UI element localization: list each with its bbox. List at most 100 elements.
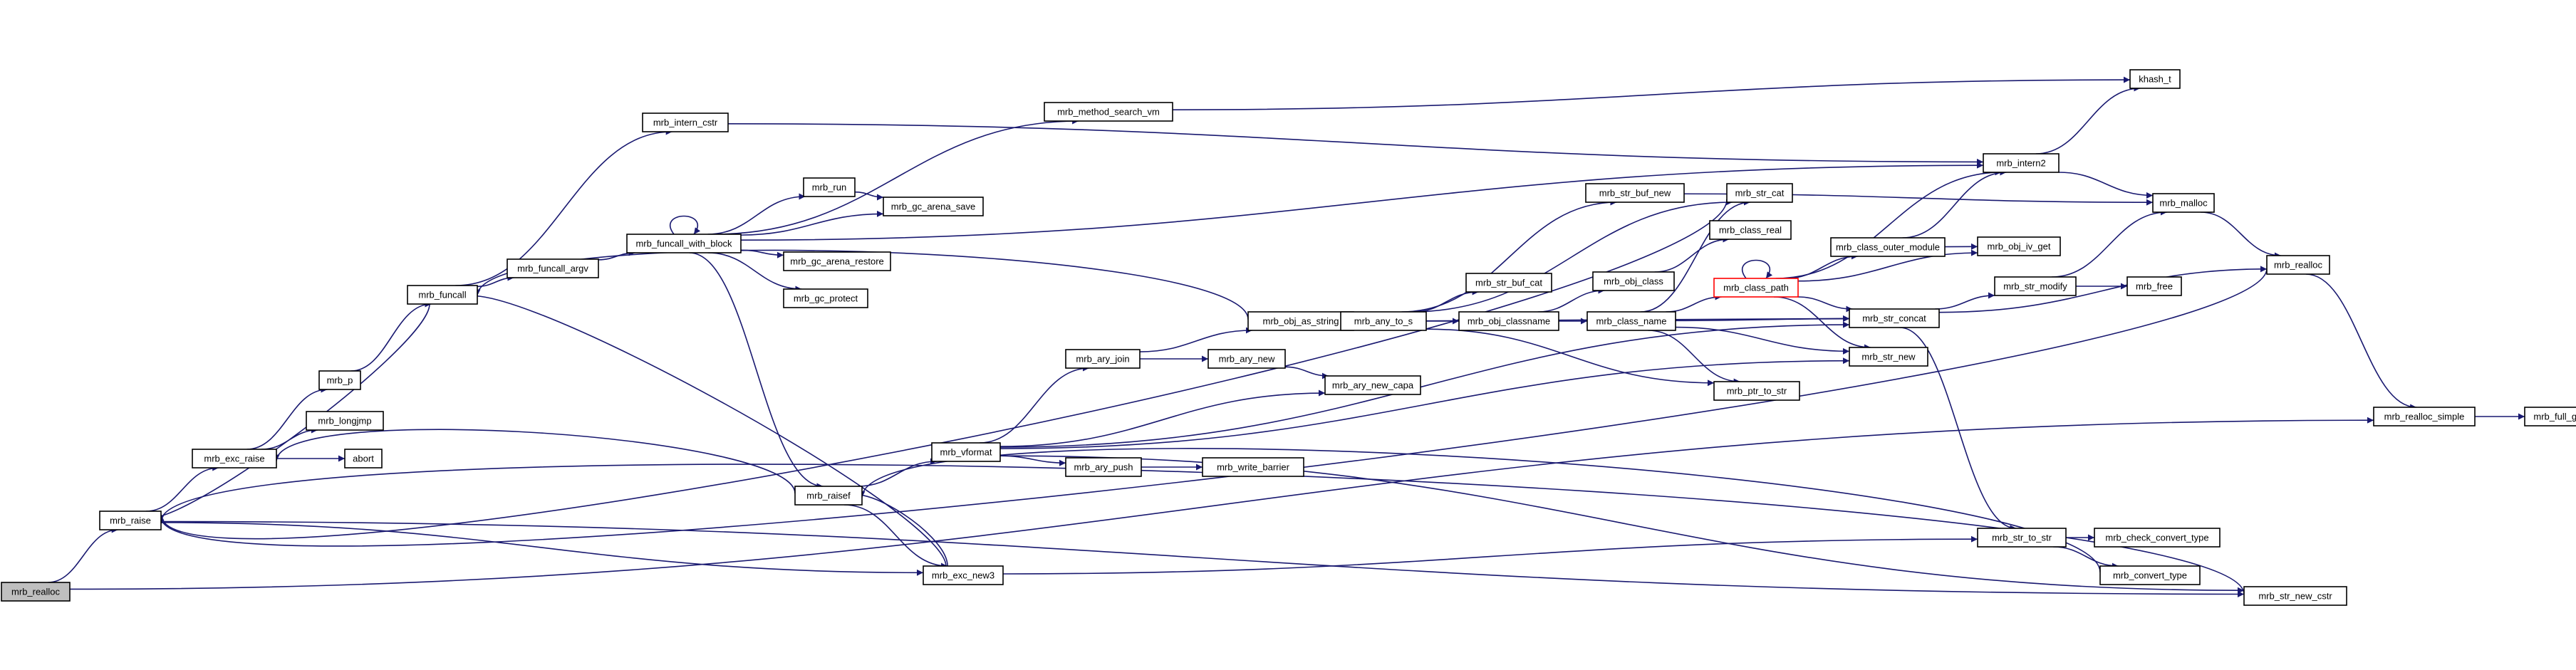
- node-mrb-realloc-simple[interactable]: mrb_realloc_simple: [2373, 407, 2476, 426]
- node-mrb-class-path[interactable]: mrb_class_path: [1713, 278, 1799, 298]
- node-abort[interactable]: abort: [344, 449, 383, 469]
- node-box: [1065, 349, 1141, 369]
- node-mrb-exc-raise[interactable]: mrb_exc_raise: [192, 449, 277, 469]
- edge-mrb_raisef-to-mrb_exc_raise: [273, 429, 796, 494]
- edge-mrb_class_path-to-mrb_intern2: [1775, 169, 2002, 279]
- node-box: [1247, 311, 1354, 331]
- node-mrb-raisef[interactable]: mrb_raisef: [794, 486, 863, 506]
- node-box: [1202, 457, 1304, 477]
- node-mrb-funcall[interactable]: mrb_funcall: [407, 285, 478, 305]
- edge-mrb_obj_classname-to-mrb_obj_class: [1537, 287, 1605, 313]
- node-khash-t[interactable]: khash_t: [2129, 69, 2181, 89]
- node-label: mrb_method_search_vm: [1057, 107, 1160, 117]
- node-mrb-any-to-s[interactable]: mrb_any_to_s: [1340, 311, 1427, 331]
- node-mrb-ary-push[interactable]: mrb_ary_push: [1065, 457, 1142, 477]
- node-mrb-class-outer-module[interactable]: mrb_class_outer_module: [1830, 237, 1946, 257]
- edge-mrb_raise-to-mrb_exc_raise: [145, 464, 219, 512]
- node-box: [923, 565, 1004, 585]
- node-mrb-realloc-root[interactable]: mrb_realloc: [1, 582, 71, 602]
- node-mrb-raise[interactable]: mrb_raise: [99, 511, 162, 530]
- node-mrb-obj-iv-get[interactable]: mrb_obj_iv_get: [1977, 236, 2061, 256]
- node-label: khash_t: [2139, 74, 2171, 85]
- edge-mrb_str_modify-to-mrb_malloc: [2052, 209, 2167, 278]
- node-mrb-ptr-to-str[interactable]: mrb_ptr_to_str: [1713, 381, 1800, 401]
- node-mrb-ary-new-capa[interactable]: mrb_ary_new_capa: [1324, 375, 1421, 395]
- edge-mrb_exc_new3-to-mrb_str_to_str: [1002, 535, 1978, 575]
- node-mrb-convert-type[interactable]: mrb_convert_type: [2099, 565, 2201, 585]
- node-mrb-write-barrier[interactable]: mrb_write_barrier: [1202, 457, 1304, 477]
- edge-mrb_realloc_root-to-mrb_raise: [48, 526, 118, 583]
- node-mrb-str-to-str[interactable]: mrb_str_to_str: [1977, 528, 2067, 548]
- edge-mrb_class_name-to-mrb_ptr_to_str: [1648, 330, 1740, 385]
- node-mrb-str-cat[interactable]: mrb_str_cat: [1726, 183, 1793, 203]
- node-box: [344, 449, 383, 469]
- edge-mrb_vformat-to-mrb_str_concat: [999, 321, 1850, 448]
- node-mrb-full-gc[interactable]: mrb_full_gc: [2524, 407, 2576, 426]
- edge-mrb_class_path-to-mrb_str_concat: [1797, 296, 1853, 313]
- node-mrb-obj-class[interactable]: mrb_obj_class: [1592, 271, 1675, 291]
- node-label: mrb_str_concat: [1862, 313, 1926, 324]
- node-box: [2266, 255, 2330, 275]
- node-box: [783, 251, 891, 271]
- node-label: mrb_run: [812, 182, 846, 193]
- edge-mrb_funcall_with_block-to-mrb_gc_arena_restore: [740, 249, 784, 258]
- node-mrb-p[interactable]: mrb_p: [318, 370, 361, 390]
- node-mrb-str-new-cstr[interactable]: mrb_str_new_cstr: [2243, 586, 2347, 606]
- node-mrb-gc-arena-save[interactable]: mrb_gc_arena_save: [883, 197, 984, 216]
- node-mrb-ary-new[interactable]: mrb_ary_new: [1208, 349, 1286, 369]
- node-mrb-class-name[interactable]: mrb_class_name: [1586, 311, 1676, 331]
- node-mrb-intern-cstr[interactable]: mrb_intern_cstr: [642, 112, 729, 132]
- node-mrb-obj-as-string[interactable]: mrb_obj_as_string: [1247, 311, 1354, 331]
- node-mrb-check-convert-type[interactable]: mrb_check_convert_type: [2094, 528, 2221, 548]
- edge-mrb_funcall_with_block-to-mrb_gc_arena_save: [740, 210, 884, 236]
- node-box: [1586, 311, 1676, 331]
- node-mrb-funcall-argv[interactable]: mrb_funcall_argv: [507, 258, 599, 278]
- node-mrb-str-new[interactable]: mrb_str_new: [1849, 347, 1928, 367]
- node-box: [1830, 237, 1946, 257]
- edge-mrb_any_to_s-to-mrb_str_buf_new: [1401, 199, 1617, 313]
- node-mrb-class-real[interactable]: mrb_class_real: [1709, 220, 1792, 240]
- node-label: mrb_gc_arena_restore: [790, 256, 884, 267]
- node-box: [1713, 278, 1799, 298]
- node-mrb-ary-join[interactable]: mrb_ary_join: [1065, 349, 1141, 369]
- node-mrb-exc-new3[interactable]: mrb_exc_new3: [923, 565, 1004, 585]
- node-mrb-gc-protect[interactable]: mrb_gc_protect: [783, 288, 868, 308]
- edge-mrb_convert_type-to-mrb_raisef: [858, 448, 2101, 572]
- edge-mrb_intern2-to-mrb_malloc: [2058, 172, 2154, 199]
- node-box: [1065, 457, 1142, 477]
- edge-mrb_str_concat-to-mrb_str_to_str: [1899, 327, 2017, 532]
- nodes-layer: mrb_reallocmrb_raisemrb_exc_raisemrb_pmr…: [1, 69, 2576, 606]
- node-mrb-run[interactable]: mrb_run: [803, 177, 856, 197]
- node-mrb-str-modify[interactable]: mrb_str_modify: [1994, 276, 2077, 296]
- node-box: [1994, 276, 2077, 296]
- node-mrb-str-buf-new[interactable]: mrb_str_buf_new: [1585, 183, 1685, 203]
- node-box: [1977, 528, 2067, 548]
- node-box: [2126, 276, 2182, 296]
- node-mrb-intern2[interactable]: mrb_intern2: [1983, 153, 2060, 173]
- edge-mrb_p-to-mrb_funcall: [350, 300, 432, 372]
- node-box: [1709, 220, 1792, 240]
- edge-mrb_raise-to-mrb_str_new_cstr: [160, 520, 2245, 597]
- node-mrb-vformat[interactable]: mrb_vformat: [931, 442, 1001, 462]
- node-box: [1465, 273, 1552, 293]
- node-mrb-str-buf-cat[interactable]: mrb_str_buf_cat: [1465, 273, 1552, 293]
- node-mrb-gc-arena-restore[interactable]: mrb_gc_arena_restore: [783, 251, 891, 271]
- node-mrb-free[interactable]: mrb_free: [2126, 276, 2182, 296]
- node-label: mrb_convert_type: [2113, 570, 2187, 581]
- node-mrb-funcall-with-block[interactable]: mrb_funcall_with_block: [626, 234, 742, 253]
- node-box: [1983, 153, 2060, 173]
- node-mrb-method-search-vm[interactable]: mrb_method_search_vm: [1044, 102, 1173, 122]
- edge-mrb_class_path-to-mrb_class_path: [1741, 259, 1773, 279]
- node-box: [407, 285, 478, 305]
- node-mrb-longjmp[interactable]: mrb_longjmp: [306, 411, 384, 431]
- node-mrb-str-concat[interactable]: mrb_str_concat: [1849, 308, 1940, 328]
- node-box: [99, 511, 162, 530]
- node-box: [1713, 381, 1800, 401]
- node-label: mrb_gc_protect: [794, 293, 858, 304]
- edge-mrb_funcall_with_block-to-mrb_gc_protect: [707, 252, 802, 293]
- node-mrb-malloc[interactable]: mrb_malloc: [2152, 193, 2215, 213]
- node-mrb-realloc[interactable]: mrb_realloc: [2266, 255, 2330, 275]
- node-label: mrb_str_modify: [2003, 281, 2067, 292]
- node-mrb-obj-classname[interactable]: mrb_obj_classname: [1458, 311, 1559, 331]
- node-label: mrb_class_outer_module: [1836, 242, 1940, 253]
